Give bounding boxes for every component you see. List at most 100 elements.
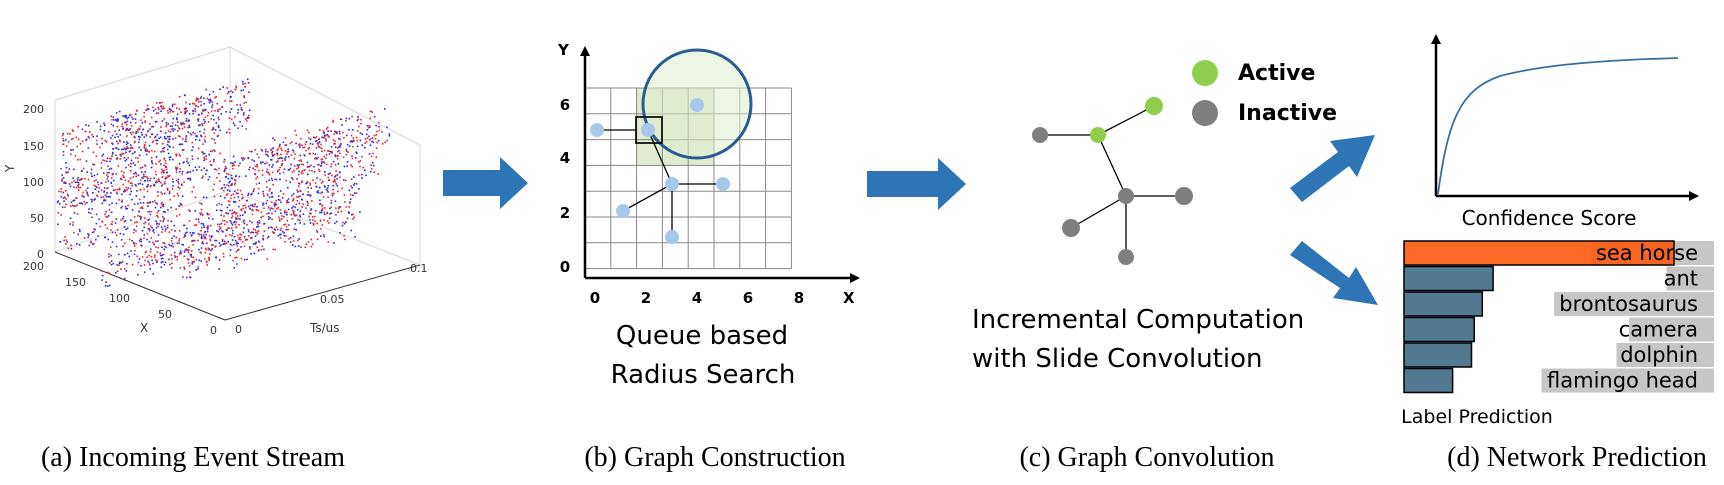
event-point	[279, 229, 282, 231]
event-point	[104, 199, 107, 202]
event-point	[327, 241, 330, 243]
event-point	[307, 186, 309, 189]
event-point	[271, 231, 274, 233]
event-point	[337, 147, 339, 149]
event-point	[349, 198, 352, 200]
event-point	[324, 174, 326, 176]
event-point	[214, 129, 217, 131]
event-point	[336, 184, 338, 187]
event-point	[196, 118, 199, 121]
event-point	[116, 270, 119, 273]
event-point	[194, 239, 196, 242]
event-point	[166, 226, 169, 229]
event-point	[312, 216, 314, 218]
event-point	[73, 180, 75, 182]
event-point	[223, 170, 226, 173]
event-point	[262, 215, 264, 218]
event-point	[76, 243, 78, 245]
event-point	[73, 212, 76, 214]
caption-b: (b) Graph Construction	[584, 442, 845, 473]
event-point	[195, 169, 198, 171]
event-point	[141, 183, 144, 186]
event-point	[247, 205, 250, 208]
event-point	[126, 141, 128, 143]
flow-arrow-2	[867, 158, 966, 210]
event-point	[79, 143, 82, 145]
event-point	[155, 246, 157, 248]
event-point	[171, 262, 173, 265]
event-point	[271, 179, 274, 182]
event-point	[246, 117, 249, 119]
event-point	[192, 110, 194, 112]
event-point	[214, 150, 216, 152]
event-point	[69, 217, 72, 219]
event-point	[81, 170, 83, 172]
event-point	[140, 119, 142, 121]
event-point	[293, 228, 296, 230]
event-point	[197, 120, 200, 122]
event-point	[61, 134, 64, 137]
event-point	[78, 228, 81, 231]
event-point	[156, 142, 158, 145]
event-point	[155, 223, 158, 225]
event-point	[203, 237, 205, 239]
event-point	[219, 180, 221, 182]
event-point	[162, 147, 164, 150]
event-point	[328, 150, 330, 152]
event-point	[267, 151, 269, 153]
event-point	[318, 145, 320, 148]
event-point	[231, 91, 234, 94]
label-background	[1616, 343, 1714, 367]
event-point	[356, 119, 359, 122]
event-point	[213, 132, 216, 135]
event-point	[328, 153, 331, 155]
event-point	[122, 152, 125, 155]
panel-a-t-label: Ts/us	[309, 321, 340, 335]
event-point	[239, 189, 242, 192]
event-point	[143, 188, 145, 191]
event-point	[103, 198, 105, 201]
event-point	[287, 208, 290, 211]
event-point	[325, 157, 327, 160]
event-point	[243, 227, 245, 229]
event-point	[204, 230, 207, 233]
event-point	[242, 83, 244, 85]
event-point	[252, 209, 254, 212]
event-point	[158, 161, 160, 163]
event-point	[353, 176, 355, 178]
event-point	[366, 137, 369, 139]
event-point	[272, 164, 274, 166]
event-point	[302, 172, 304, 175]
event-point	[152, 262, 154, 265]
event-point	[125, 116, 127, 119]
event-point	[243, 222, 246, 225]
event-point	[284, 223, 287, 226]
event-point	[213, 118, 215, 121]
event-point	[165, 124, 168, 126]
event-point	[323, 162, 326, 164]
event-point	[202, 223, 204, 225]
event-point	[165, 228, 167, 230]
event-point	[265, 153, 267, 156]
event-point	[276, 152, 279, 155]
event-point	[203, 231, 206, 234]
event-point	[309, 138, 312, 140]
event-point	[197, 105, 199, 108]
event-point	[181, 149, 184, 151]
prediction-bar	[1403, 316, 1475, 343]
caption-c: (c) Graph Convolution	[1019, 442, 1274, 473]
event-point	[205, 196, 208, 199]
event-point	[298, 245, 300, 247]
event-point	[232, 122, 235, 124]
event-point	[127, 147, 129, 150]
event-point	[378, 121, 380, 124]
event-point	[265, 180, 268, 183]
event-point	[130, 170, 132, 172]
event-point	[332, 188, 334, 191]
event-point	[207, 247, 210, 249]
event-point	[326, 220, 329, 222]
event-point	[263, 223, 265, 225]
event-point	[123, 268, 126, 270]
event-point	[119, 153, 122, 156]
event-point	[183, 236, 185, 239]
